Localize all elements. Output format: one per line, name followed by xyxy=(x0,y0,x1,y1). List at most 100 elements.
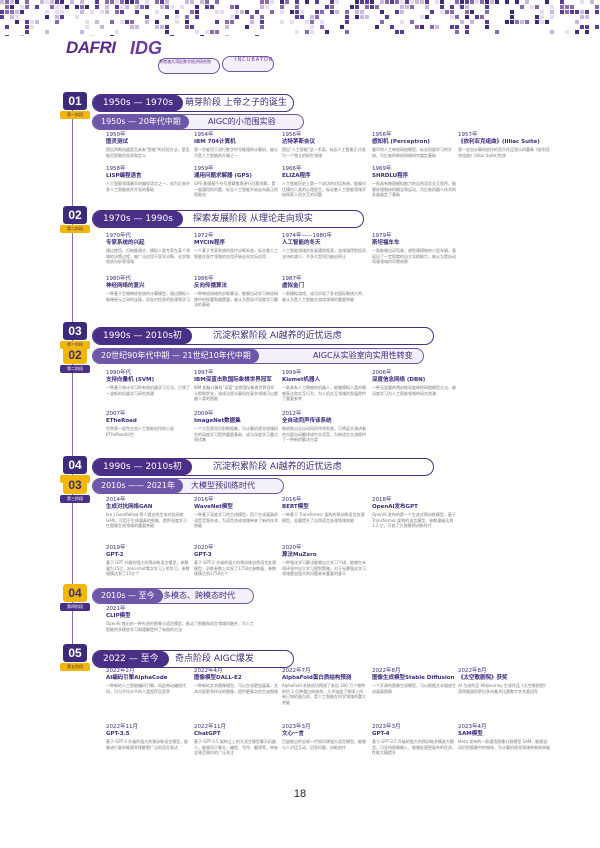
sub-badge-4: 04 第四阶段 xyxy=(60,584,90,611)
event-title: 虚拟金门 xyxy=(282,283,305,289)
pixel-tile xyxy=(345,15,349,19)
pixel-tile xyxy=(100,25,104,29)
pixel-tile xyxy=(355,10,359,14)
pixel-tile xyxy=(465,25,469,29)
event-year: 2022年11月 xyxy=(194,724,226,730)
pixel-tile xyxy=(510,15,514,19)
pixel-tile xyxy=(550,15,554,19)
pixel-tile xyxy=(205,5,209,9)
event-description: 人工智能历史上第一个成功的对话系统，能够对话模仿人类的心理医生，标志着人工智能领… xyxy=(282,181,366,197)
pixel-tile xyxy=(5,25,9,29)
dafri-logo: DAFRI 粤港澳大湾区数字经济研究院 xyxy=(66,38,220,74)
pixel-tile xyxy=(480,15,484,19)
event-description: OpenAI 发布的第一个生成式预训练模型，基于 Transformer 架构的… xyxy=(372,512,456,528)
sub-header-4: 2010s — 至今 多模态、跨模态时代 xyxy=(92,588,254,604)
pixel-tile xyxy=(340,25,344,29)
event-title: IBM 704计算机 xyxy=(194,139,236,145)
pixel-tile xyxy=(365,0,369,4)
pixel-tile xyxy=(15,10,19,14)
pixel-tile xyxy=(230,5,234,9)
phase-years: 1990s — 2010s初 xyxy=(93,459,192,475)
pixel-tile xyxy=(355,15,359,19)
pixel-tile xyxy=(235,15,239,19)
event-description: 一种神经网络的训练算法，能够自动学习神经网络中的权重和偏置量，被认为是现代深度学… xyxy=(194,291,278,307)
pixel-tile xyxy=(385,0,389,4)
pixel-tile xyxy=(585,25,589,29)
event-year: 1997年 xyxy=(194,370,214,376)
pixel-tile xyxy=(295,5,299,9)
pixel-tile xyxy=(550,10,554,14)
event-year: 2022年8月 xyxy=(372,668,401,674)
event-title: 支持向量机 (SVM) xyxy=(106,377,155,383)
event-year: 2022年4月 xyxy=(194,668,223,674)
event-description: 基于 GPT 升级的强大的预训练语言模型，参数量为15亿，zero-shot零次… xyxy=(106,560,190,576)
pixel-tile xyxy=(310,30,314,34)
pixel-tile xyxy=(25,20,29,24)
event-description: 一种基于生物神经系统的计算模型，通过模拟人脑神经元之间的连接，实现对信息的处理和… xyxy=(106,291,190,302)
pixel-tile xyxy=(245,25,249,29)
pixel-tile xyxy=(15,15,19,19)
event-year: 2014年 xyxy=(106,497,126,503)
pixel-tile xyxy=(475,0,479,4)
pixel-tile xyxy=(90,10,94,14)
pixel-tile xyxy=(470,0,474,4)
pixel-tile xyxy=(440,10,444,14)
pixel-tile xyxy=(545,0,549,4)
pixel-tile xyxy=(190,10,194,14)
pixel-tile xyxy=(375,5,379,9)
event-year: 2022年2月 xyxy=(106,668,135,674)
pixel-tile xyxy=(320,20,324,24)
event-title: GPT-4 xyxy=(372,731,390,737)
event-year: 2023年3月 xyxy=(372,724,401,730)
pixel-tile xyxy=(195,10,199,14)
event-title: WaveNet模型 xyxy=(194,504,233,510)
pixel-tile xyxy=(525,20,529,24)
pixel-tile xyxy=(155,20,159,24)
pixel-tile xyxy=(130,0,134,4)
sub-header-3: 2010s —— 2021年 大模型预训练时代 xyxy=(92,478,284,494)
pixel-tile xyxy=(125,20,129,24)
pixel-tile xyxy=(310,20,314,24)
event-description: 一款具有物理模拟能力的自然语言交互程序，能够处理物体的概念和运动，为后来机器人技… xyxy=(372,181,456,197)
pixel-tile xyxy=(580,15,584,19)
pixel-tile xyxy=(30,25,34,29)
pixel-tile xyxy=(215,20,219,24)
pixel-tile xyxy=(185,0,189,4)
timeline-event: 2006年深度信念网络 (DBN)一种无监督的预训练深度神经网络模型方法，被深度… xyxy=(372,370,456,396)
event-title: GPT-2 xyxy=(106,552,124,558)
sub-years: 20世纪90年代中期 — 21世纪10年代中期 xyxy=(93,349,259,363)
event-title: IBM深蓝击败国际象棋世界冠军 xyxy=(194,377,272,383)
phase-title: 探索发展阶段 从理论走向现实 xyxy=(193,214,313,224)
event-title: CLIP模型 xyxy=(106,613,131,619)
event-year: 1974年——1980年 xyxy=(282,233,332,239)
pixel-tile xyxy=(245,10,249,14)
pixel-tile xyxy=(145,0,149,4)
pixel-tile xyxy=(290,20,294,24)
pixel-tile xyxy=(375,25,379,29)
timeline-event: 2012年全自动同声传译系统微软推出全自动同声传译系统，可将英文演讲者的内容自动… xyxy=(282,411,366,443)
event-description: 人工智能领域的发展遇到瓶颈，该领域得到投资支持的减少，许多大型项目被迫停止 xyxy=(282,248,366,259)
pixel-tile xyxy=(165,5,169,9)
pixel-tile xyxy=(320,25,324,29)
event-title: 算法MuZero xyxy=(282,552,317,558)
timeline-event: 1987年虚拟金门一款模拟游戏，成功实现了多名国际象棋大师，被认为是人工智能在游… xyxy=(282,276,366,302)
pixel-tile xyxy=(355,0,359,4)
pixel-tile xyxy=(570,5,574,9)
pixel-tile xyxy=(435,0,439,4)
pixel-tile xyxy=(315,15,319,19)
event-year: 2006年 xyxy=(372,370,392,376)
timeline-event: 1986年反向传播算法一种神经网络的训练算法，能够自动学习神经网络中的权重和偏置… xyxy=(194,276,278,308)
pixel-tile xyxy=(410,5,414,9)
pixel-tile xyxy=(535,5,539,9)
pixel-tile xyxy=(295,10,299,14)
pixel-tile xyxy=(510,10,514,14)
sub-tag: 第二阶段 xyxy=(60,365,90,373)
event-title: SHRDLU程序 xyxy=(372,173,409,179)
